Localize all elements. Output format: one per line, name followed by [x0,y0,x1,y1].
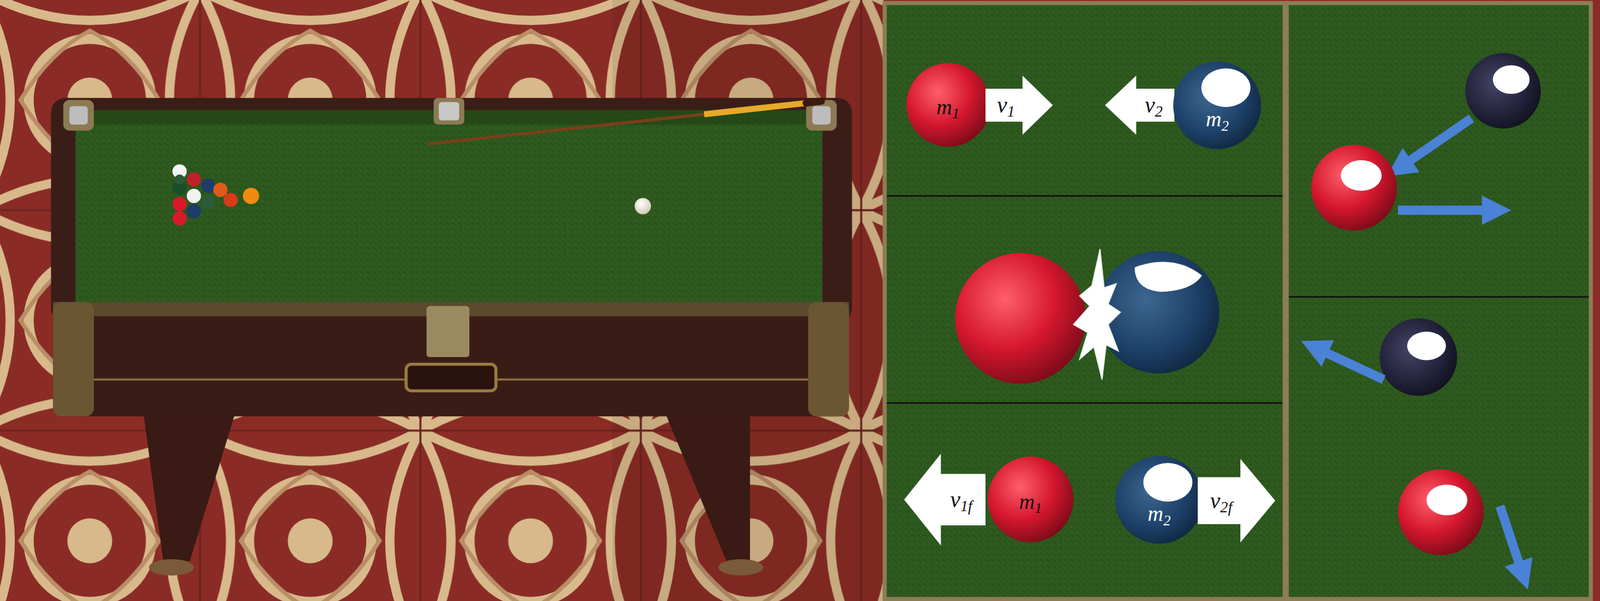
ball-circle: m2 [1115,456,1203,544]
ball-circle: m1 [906,63,991,147]
node-shape [1197,459,1276,543]
velocity-arrow: v1f [904,454,986,546]
velocity-label: v1 [996,93,1015,117]
node-shape [1104,75,1175,135]
mass-label: m2 [1147,502,1171,525]
velocity-label: v2f [1210,489,1233,513]
node-shape [1115,456,1203,544]
mass-label: m2 [1205,108,1229,130]
velocity-label: v2 [1144,93,1163,117]
velocity-arrow: v2f [1197,459,1276,543]
ball-circle: m2 [1173,61,1261,150]
velocity-label: v1f [950,488,973,512]
velocity-arrow: v1 [985,75,1053,135]
pool-table-scene [0,0,884,601]
node-shape [1173,61,1261,150]
velocity-arrow: v2 [1104,75,1175,135]
oblique-collision-panel [1285,2,1593,601]
node-shape [904,454,986,546]
node-shape [985,75,1053,135]
mass-label: m1 [936,96,960,118]
mass-label: m1 [1019,491,1042,513]
head-on-collision-panel [883,2,1286,601]
ball-circle: m1 [987,456,1074,543]
